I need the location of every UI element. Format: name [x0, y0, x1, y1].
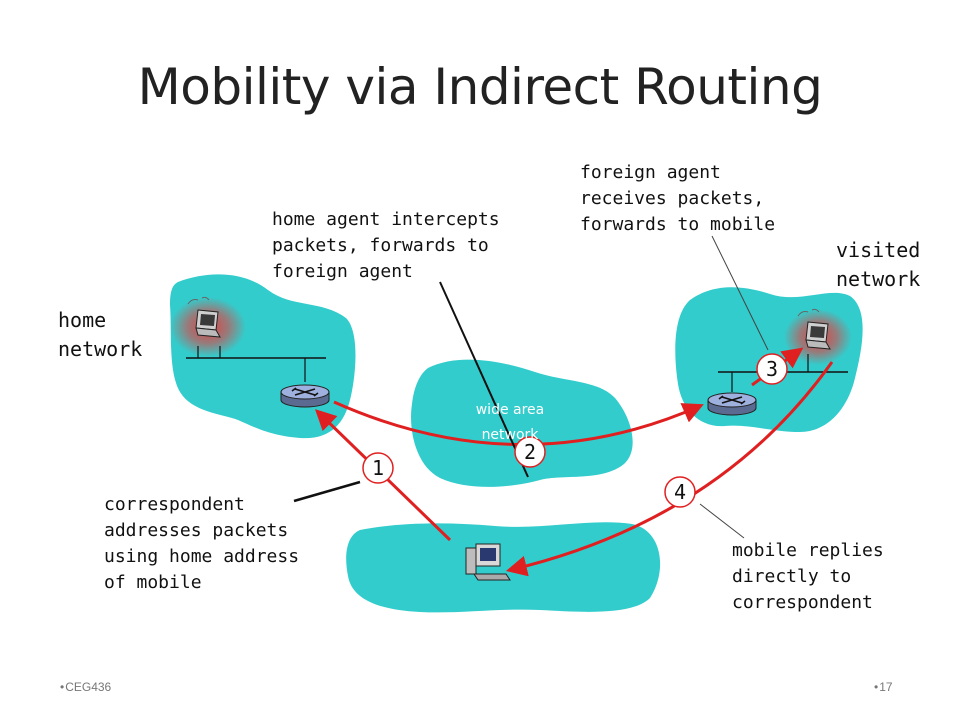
home-network-label: home network — [58, 308, 143, 361]
visited-network-label: visited network — [836, 238, 921, 291]
callout-mobile-reply — [699, 503, 745, 539]
footer-page-number-text: 17 — [879, 680, 893, 694]
home-agent-note: home agent intercepts packets, forwards … — [272, 209, 500, 282]
callout-correspondent — [293, 480, 361, 503]
slide-title: Mobility via Indirect Routing — [137, 58, 823, 116]
wide-area-network-cloud — [411, 359, 633, 487]
svg-text:2: 2 — [524, 440, 536, 464]
step-3-marker: 3 — [756, 353, 788, 385]
step-2-marker: 2 — [514, 436, 546, 468]
home-laptop-icon — [187, 296, 221, 338]
step-1-marker: 1 — [362, 452, 394, 484]
svg-text:4: 4 — [674, 480, 686, 504]
wide-area-network-label: wide area network — [475, 402, 545, 443]
footer-course: CEG436 — [60, 680, 111, 694]
correspondent-network-cloud — [346, 522, 661, 613]
step-4-marker: 4 — [664, 476, 696, 508]
home-router-icon — [280, 384, 330, 408]
foreign-router-icon — [707, 392, 757, 416]
footer-page-number: 17 — [874, 680, 893, 694]
footer-course-text: CEG436 — [65, 680, 112, 694]
mobile-reply-note: mobile replies directly to correspondent — [732, 540, 884, 613]
correspondent-note: correspondent addresses packets using ho… — [104, 494, 300, 593]
svg-text:3: 3 — [766, 357, 778, 381]
callout-foreign-agent — [711, 235, 769, 351]
callout-home-agent — [439, 281, 529, 478]
correspondent-computer-icon — [465, 543, 511, 581]
foreign-agent-note: foreign agent receives packets, forwards… — [580, 162, 776, 235]
visited-laptop-icon — [797, 308, 831, 350]
svg-text:1: 1 — [372, 456, 384, 480]
